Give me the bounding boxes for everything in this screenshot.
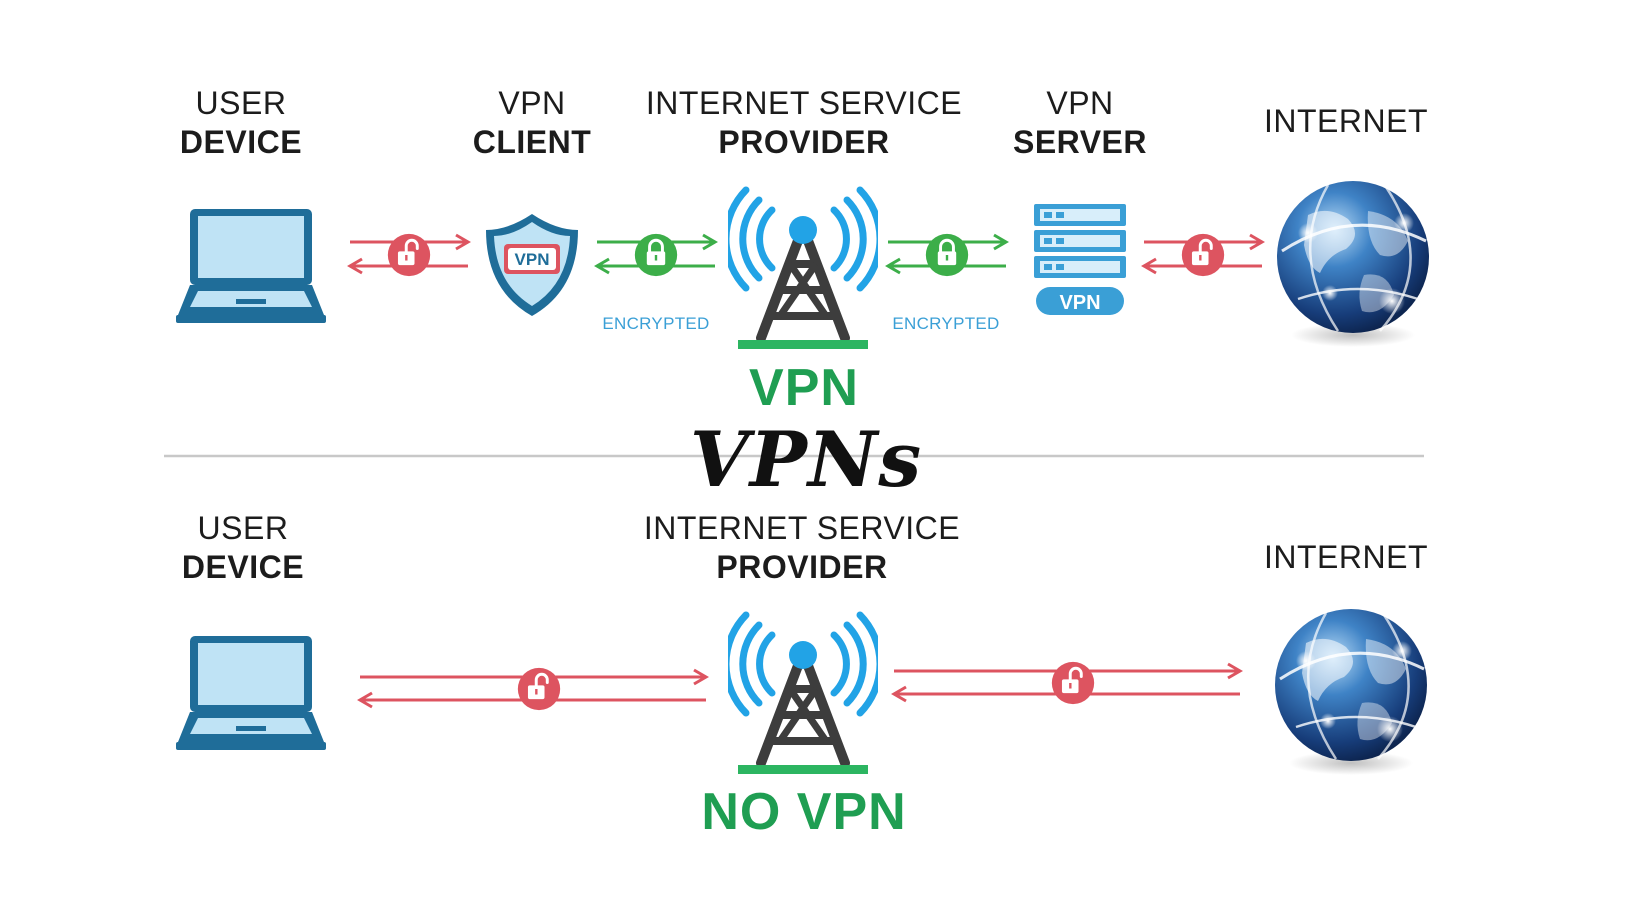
unencrypted-link-isp-internet bbox=[891, 660, 1243, 706]
encrypted-link-isp-server bbox=[885, 232, 1009, 278]
unencrypted-link-device-client bbox=[347, 232, 471, 278]
label-isp: INTERNET SERVICE PROVIDER bbox=[645, 85, 963, 160]
unlocked-padlock-icon bbox=[386, 232, 432, 278]
label-internet: INTERNET bbox=[1264, 539, 1428, 575]
vpn-shield-icon bbox=[486, 214, 578, 316]
locked-padlock-icon bbox=[924, 232, 970, 278]
page-title: VPNs bbox=[689, 415, 923, 504]
encrypted-label: ENCRYPTED bbox=[892, 314, 1000, 333]
laptop-icon bbox=[176, 636, 326, 750]
locked-padlock-icon bbox=[633, 232, 679, 278]
vpn-server-icon bbox=[1034, 204, 1126, 315]
shield-label: VPN bbox=[515, 250, 550, 269]
caption-no-vpn: NO VPN bbox=[701, 783, 907, 841]
unlocked-padlock-icon bbox=[516, 666, 562, 712]
server-badge-label: VPN bbox=[1059, 292, 1100, 314]
label-user-device: USER DEVICE bbox=[179, 85, 303, 160]
globe-icon bbox=[1273, 607, 1429, 777]
label-internet: INTERNET bbox=[1264, 103, 1428, 139]
unencrypted-link-server-internet bbox=[1141, 232, 1265, 278]
globe-icon bbox=[1275, 179, 1431, 349]
cell-tower-icon bbox=[726, 190, 880, 349]
caption-vpn: VPN bbox=[749, 359, 859, 417]
cell-tower-icon bbox=[726, 615, 880, 774]
laptop-icon bbox=[176, 209, 326, 323]
encrypted-label: ENCRYPTED bbox=[602, 314, 710, 333]
label-isp: INTERNET SERVICE PROVIDER bbox=[643, 510, 961, 585]
unlocked-padlock-icon bbox=[1050, 660, 1096, 706]
label-vpn-server: VPN SERVER bbox=[1012, 85, 1148, 160]
unencrypted-link-device-isp bbox=[357, 666, 709, 712]
label-vpn-client: VPN CLIENT bbox=[472, 85, 592, 160]
unlocked-padlock-icon bbox=[1180, 232, 1226, 278]
label-user-device: USER DEVICE bbox=[181, 510, 305, 585]
encrypted-link-client-isp bbox=[594, 232, 718, 278]
